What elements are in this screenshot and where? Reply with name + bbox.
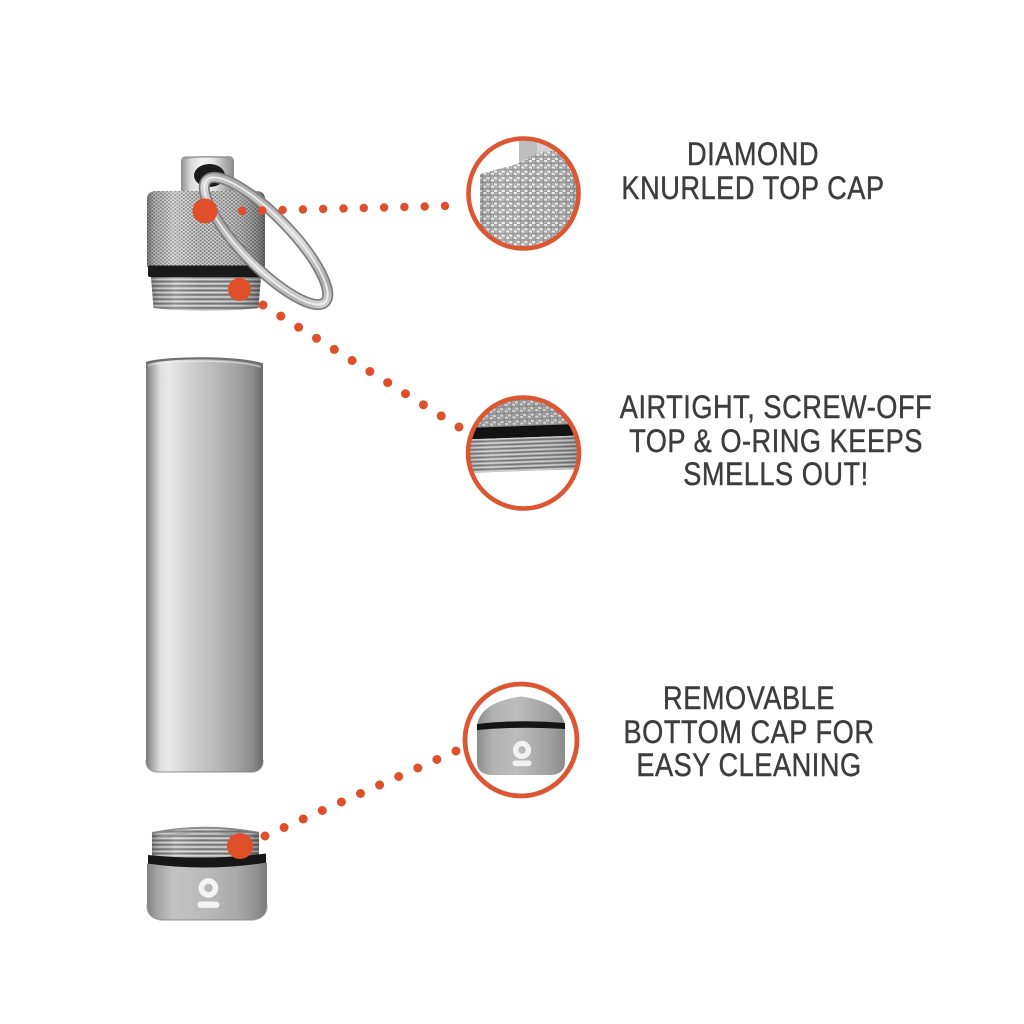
callout-line: TOP & O-RING KEEPS xyxy=(629,422,923,459)
magnifier-ring-icon xyxy=(466,136,581,251)
bottom-cap-body xyxy=(146,862,268,921)
anchor-dot-top-cap xyxy=(192,198,218,224)
anchor-dot-bottom-cap xyxy=(227,833,253,859)
brand-logo xyxy=(197,878,220,908)
callout-line: REMOVABLE xyxy=(663,680,835,716)
anchor-dot-threads xyxy=(228,278,251,301)
dotted-connector-bottom xyxy=(260,746,461,841)
callout-line: KNURLED TOP CAP xyxy=(621,169,885,206)
top-o-ring xyxy=(148,265,264,277)
callout-label-o-ring: AIRTIGHT, SCREW-OFF TOP & O-RING KEEPS S… xyxy=(566,389,986,492)
magnifier-ring-icon xyxy=(462,681,580,799)
tube-body xyxy=(145,357,264,773)
callout-label-top-cap: DIAMOND KNURLED TOP CAP xyxy=(543,136,963,206)
callout-line: AIRTIGHT, SCREW-OFF xyxy=(619,389,933,425)
callout-circle-bottom-cap xyxy=(462,681,580,799)
keyring xyxy=(198,171,334,311)
magnifier-ring-icon xyxy=(465,395,582,511)
brand-logo xyxy=(512,740,532,767)
callout-line: DIAMOND xyxy=(686,136,820,172)
callout-line: SMELLS OUT! xyxy=(683,456,869,492)
dotted-connector-top xyxy=(237,201,450,216)
callout-line: BOTTOM CAP FOR xyxy=(623,713,875,750)
callout-label-bottom-cap: REMOVABLE BOTTOM CAP FOR EASY CLEANING xyxy=(539,680,959,783)
dotted-connector-middle xyxy=(258,300,464,432)
callout-line: EASY CLEANING xyxy=(636,747,862,783)
